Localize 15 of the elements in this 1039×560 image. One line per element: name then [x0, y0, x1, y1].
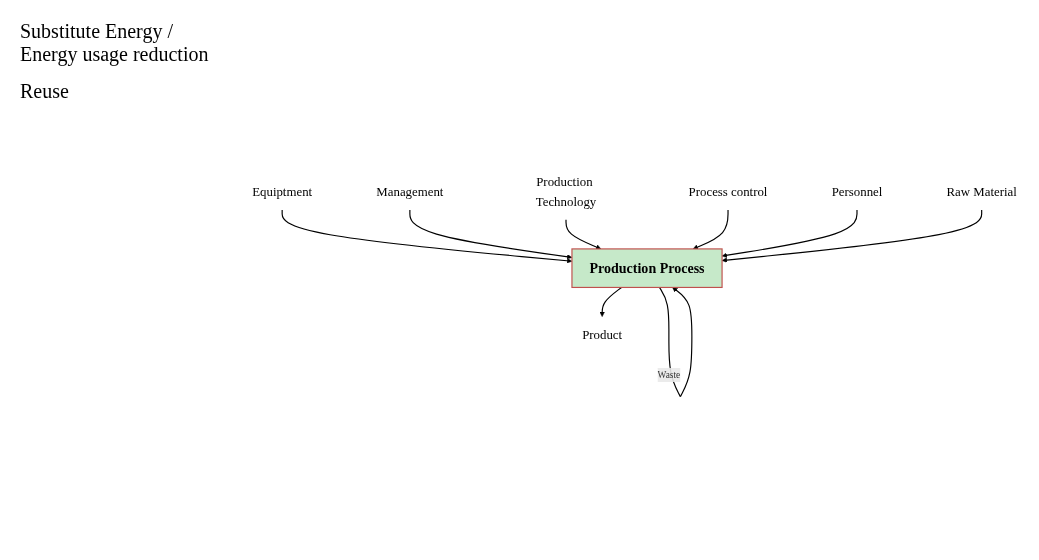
node-text: Raw Material [946, 184, 1017, 199]
arrow [565, 218, 602, 250]
edge-label: Waste [657, 369, 681, 380]
node-text: Process control [688, 184, 768, 199]
node-text: Personnel [831, 184, 883, 199]
arrow [658, 286, 693, 397]
node-text: Equiptment [252, 184, 313, 199]
node-text: Production Technology [535, 174, 597, 209]
node-text: Product [582, 327, 623, 343]
note-text: Substitute Energy / Energy usage reduction [20, 20, 210, 66]
node-box: Production Process [571, 248, 723, 288]
arrow [692, 209, 729, 250]
note-text: Reuse [20, 80, 70, 103]
arrow [599, 286, 623, 317]
node-text: Management [376, 184, 444, 199]
